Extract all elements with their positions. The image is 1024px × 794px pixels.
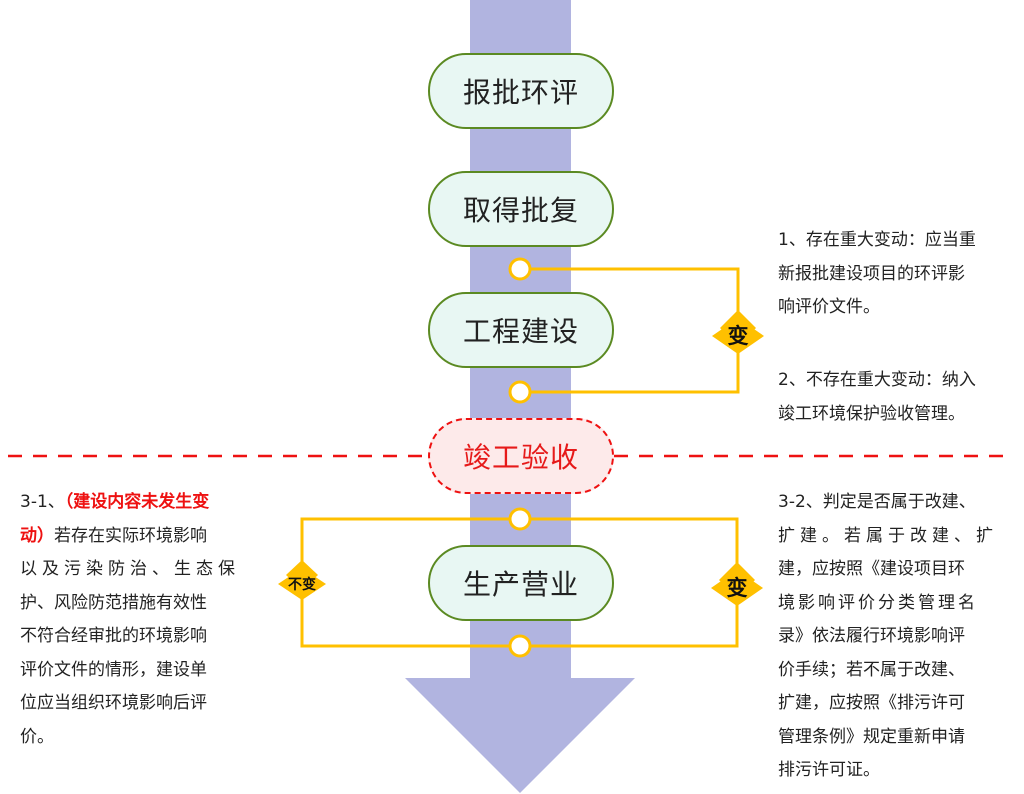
note-change-reconstruction: 3-2、判定是否属于改建、 扩建。若属于改建、扩 建，应按照《建设项目环 境影响… [778,486,1024,788]
note-line: 响评价文件。 [778,297,880,317]
note-line: 竣工环境保护验收管理。 [778,403,965,424]
arrow-head [405,678,635,793]
connector-node [508,634,532,658]
stage-apply-eia[interactable]: 报批环评 [428,53,614,129]
connector-node [508,380,532,404]
decision-diamond-construction [712,310,764,354]
note-line: 扩建，应按照《排污许可 [778,693,965,713]
note-text: 若存在实际环境影响 [54,525,207,546]
note-line: 不符合经审批的环境影响 [20,626,207,646]
stage-label: 报批环评 [462,76,579,109]
note-line: 评价文件的情形，建设单 [20,659,207,680]
stage-label: 竣工验收 [462,441,579,474]
note-line: 护、风险防范措施有效性 [20,592,207,613]
note-line: 扩建。若属于改建、扩 [778,525,998,546]
stage-label: 工程建设 [462,315,579,348]
decision-diamond-operation-no-change [278,560,326,600]
note-line: 2、不存在重大变动：纳入 [778,370,976,390]
note-line: 位应当组织环境影响后评 [20,693,207,713]
stage-completion-acceptance[interactable]: 竣工验收 [428,418,614,494]
decision-label-construction-change: 变 [727,324,749,348]
note-no-change-post-evaluation: 3-1、（建设内容未发生变 动）若存在实际环境影响 以及污染防治、生态保 护、风… [20,486,270,754]
stage-production-operation[interactable]: 生产营业 [428,545,614,621]
note-major-change: 1、存在重大变动：应当重 新报批建设项目的环评影 响评价文件。 [778,224,976,325]
note-line: 价手续；若不属于改建、 [778,659,965,680]
decision-label-operation-no-change: 不变 [288,577,316,593]
stage-label: 生产营业 [462,568,579,601]
note-prefix: 3-1、 [20,492,65,512]
note-line: 管理条例》规定重新申请 [778,726,965,747]
note-highlight: （建设内容未发生变 [64,492,210,512]
connector-node [508,257,532,281]
note-line: 以及污染防治、生态保 [20,559,240,579]
stage-obtain-approval[interactable]: 取得批复 [428,171,614,247]
note-line: 3-1、（建设内容未发生变 [20,486,270,520]
note-line: 建，应按照《建设项目环 [778,559,965,579]
note-highlight: 动） [20,525,54,546]
note-line: 动）若存在实际环境影响 [20,520,270,554]
decision-diamond-operation-change [711,562,763,606]
note-line: 1、存在重大变动：应当重 [778,230,976,250]
note-line: 新报批建设项目的环评影 [778,263,965,284]
note-line: 录》依法履行环境影响评 [778,626,965,646]
note-line: 境影响评价分类管理名 [778,592,978,613]
note-line: 3-2、判定是否属于改建、 [778,492,976,512]
connector-node [508,507,532,531]
stage-construction[interactable]: 工程建设 [428,292,614,368]
decision-label-operation-change: 变 [726,576,748,600]
note-line: 排污许可证。 [778,760,880,780]
stage-label: 取得批复 [462,194,579,227]
note-no-major-change: 2、不存在重大变动：纳入 竣工环境保护验收管理。 [778,364,976,431]
note-line: 价。 [20,726,54,747]
